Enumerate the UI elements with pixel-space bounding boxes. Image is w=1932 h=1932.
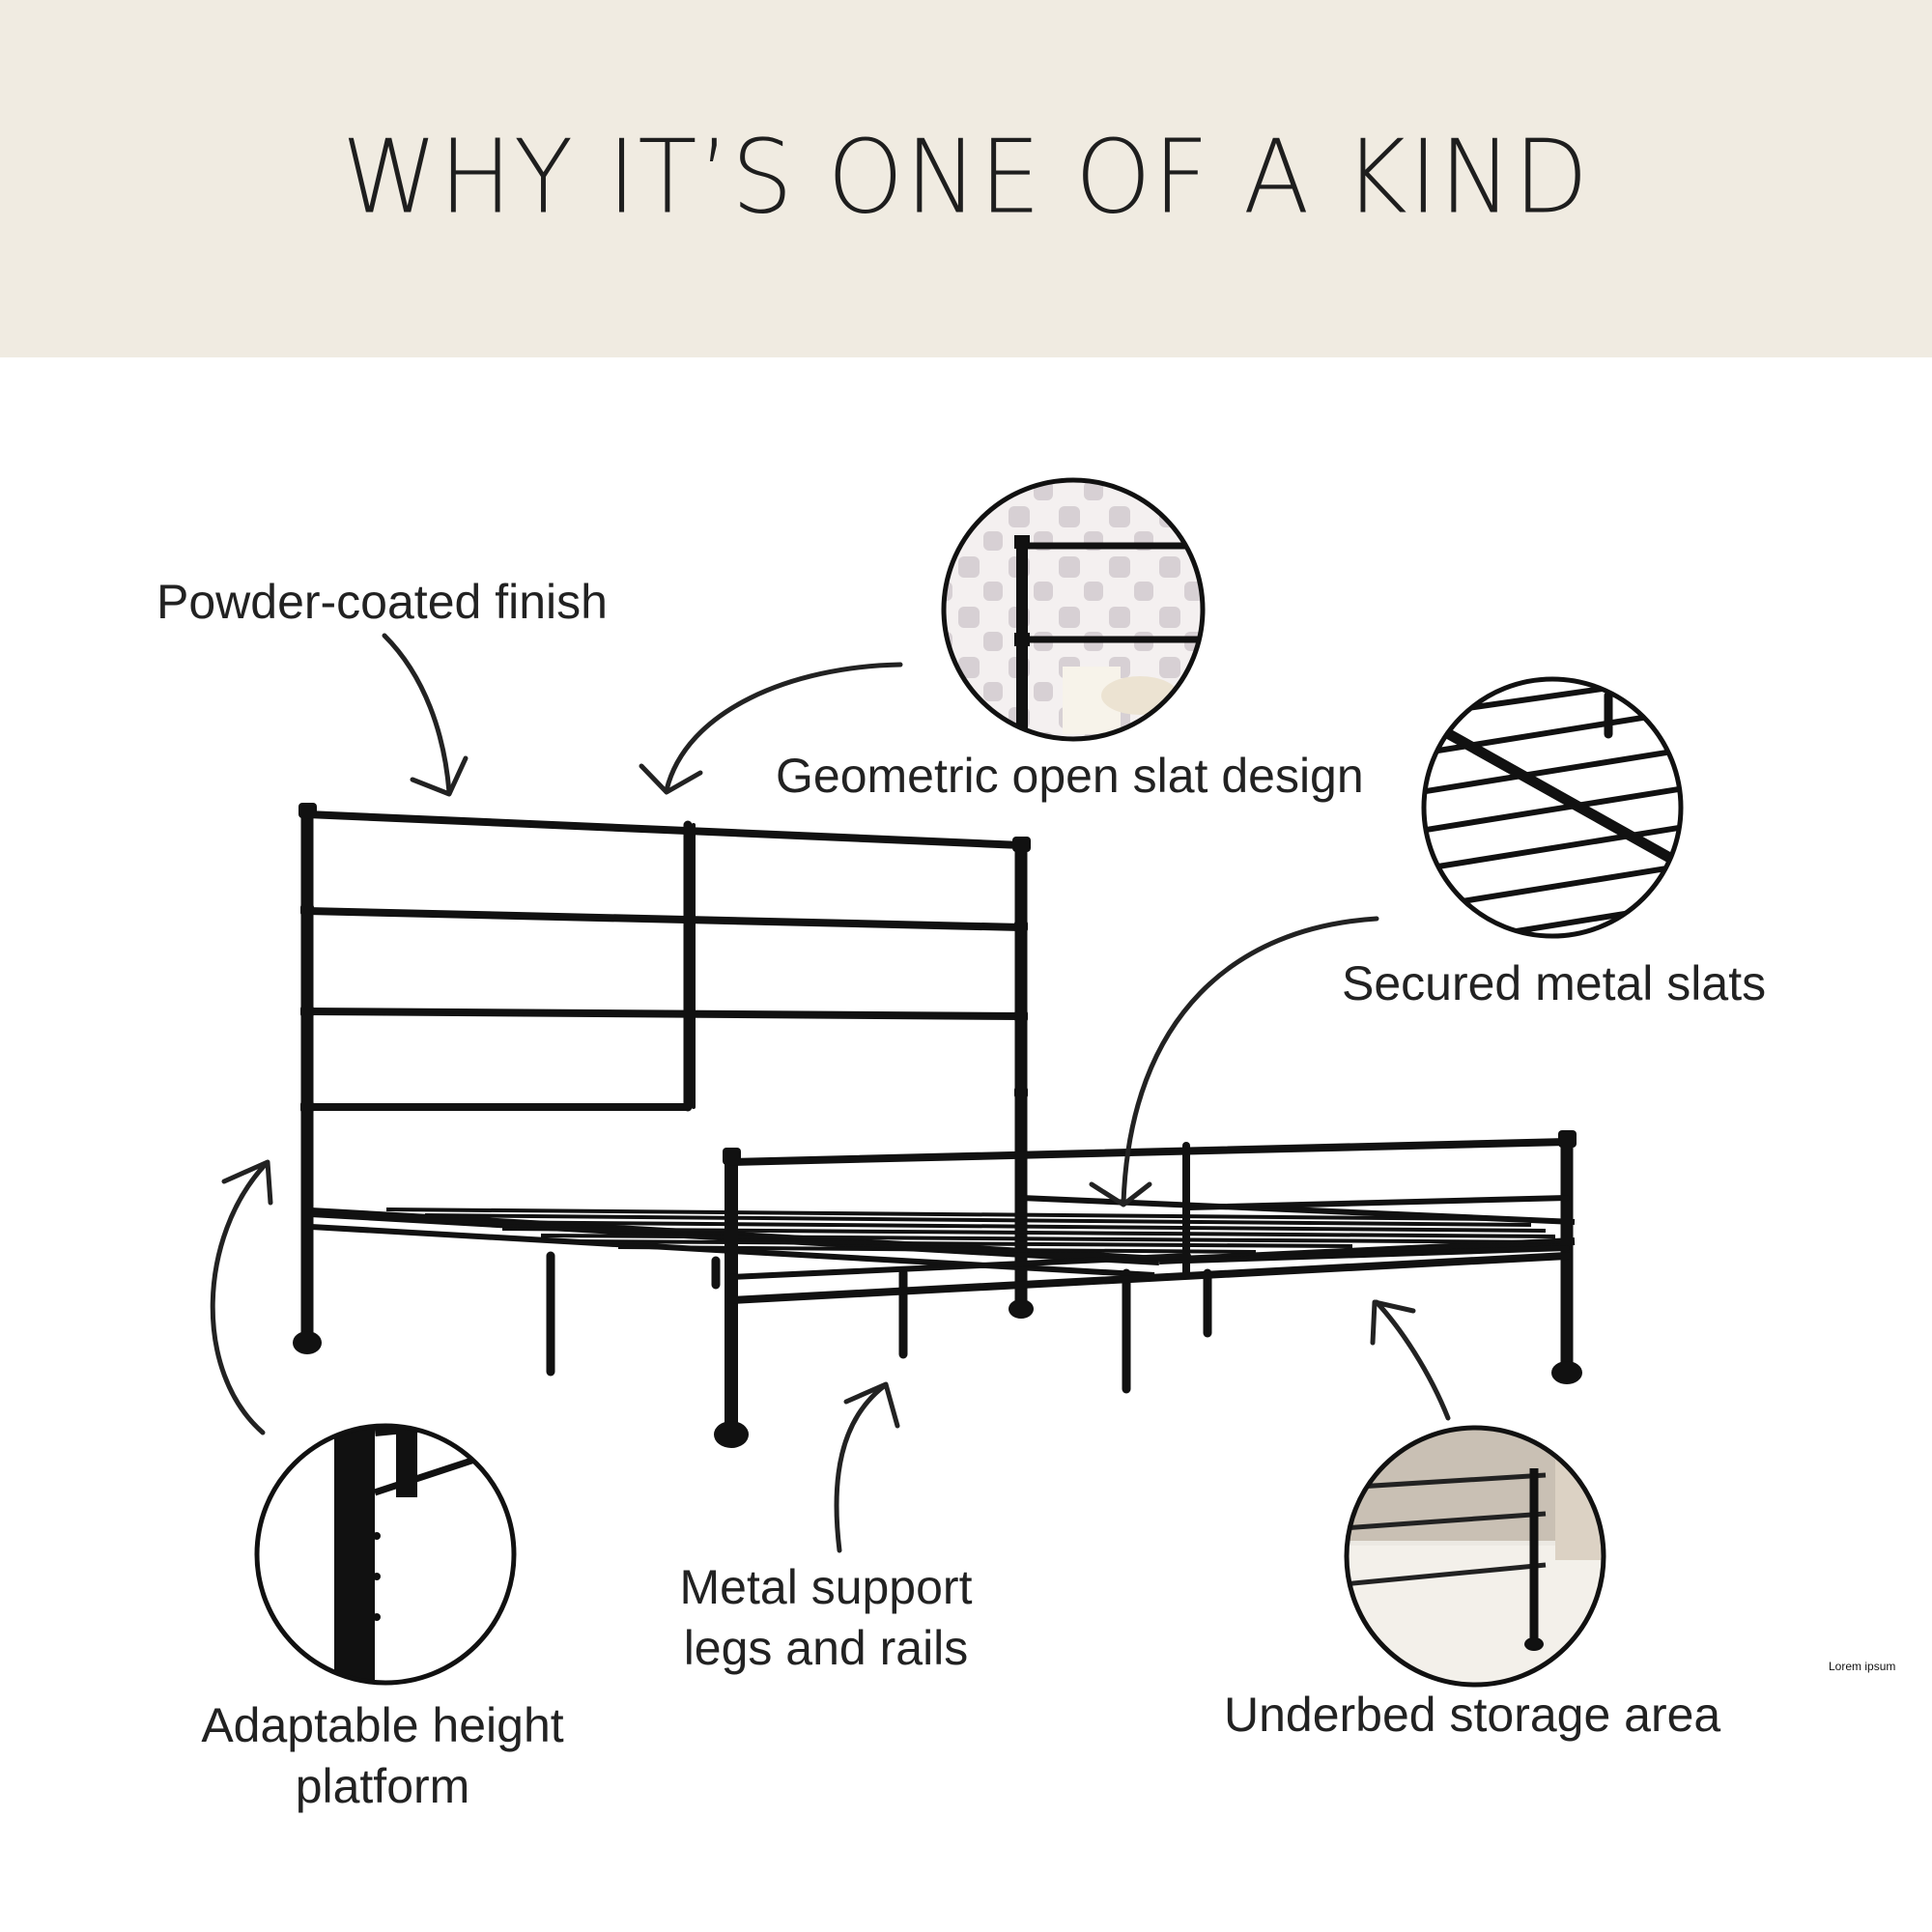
label-metal-support-line1: Metal support (679, 1560, 973, 1614)
detail-circle-headboard (944, 480, 1203, 739)
label-powder-coated: Powder-coated finish (156, 575, 608, 629)
page-title: WHY IT’S ONE OF A KIND (341, 118, 1591, 237)
label-metal-support: Metal support legs and rails (657, 1557, 995, 1678)
detail-circle-border (941, 477, 1206, 742)
detail-circle-height (257, 1426, 514, 1683)
detail-circle-border (254, 1423, 517, 1686)
post-caps (293, 803, 1034, 1354)
label-geometric-slat: Geometric open slat design (776, 749, 1364, 803)
label-adaptable-height: Adaptable height platform (189, 1695, 576, 1816)
label-adaptable-line1: Adaptable height (201, 1698, 564, 1752)
detail-circle-slats (1424, 679, 1681, 936)
headboard (300, 807, 1028, 1345)
label-metal-support-line2: legs and rails (683, 1620, 969, 1675)
label-underbed-storage: Underbed storage area (1224, 1688, 1721, 1742)
support-legs (546, 1251, 1212, 1394)
detail-circle-border (1344, 1425, 1606, 1688)
footboard (724, 1133, 1574, 1436)
header-banner: WHY IT’S ONE OF A KIND (0, 0, 1932, 357)
footnote-text: Lorem ipsum (1829, 1660, 1896, 1673)
detail-circle-border (1421, 676, 1684, 939)
detail-circle-storage (1347, 1428, 1604, 1685)
callout-arrows (210, 633, 1451, 1553)
label-secured-slats: Secured metal slats (1342, 956, 1767, 1010)
label-adaptable-line2: platform (295, 1758, 470, 1813)
